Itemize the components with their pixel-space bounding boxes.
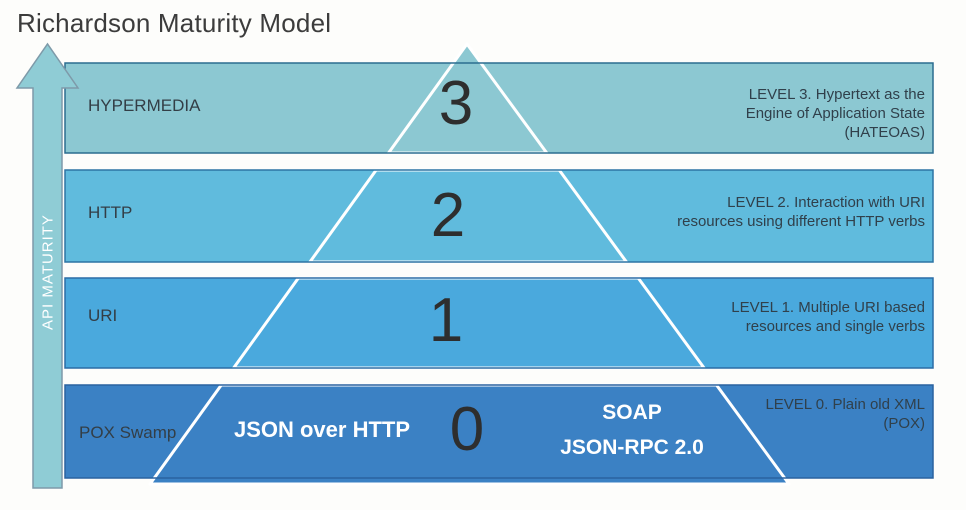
- pyramid-segment-1: [232, 276, 706, 370]
- description-line: LEVEL 0. Plain old XML: [765, 396, 925, 413]
- band-label-http: HTTP: [88, 203, 133, 222]
- band-border-0: [64, 384, 934, 479]
- level-0-description: LEVEL 0. Plain old XML (POX): [765, 395, 925, 433]
- description-line: (POX): [883, 415, 925, 432]
- description-line: resources using different HTTP verbs: [677, 213, 925, 230]
- description-line: (HATEOAS): [844, 124, 925, 141]
- band-borders: [64, 62, 934, 479]
- band-label-pox-swamp: POX Swamp: [79, 423, 177, 442]
- annotation-json-over-http: JSON over HTTP: [233, 417, 411, 442]
- band-border-2: [64, 169, 934, 263]
- pyramid-number-0: 0: [449, 395, 485, 464]
- description-line: LEVEL 1. Multiple URI based: [731, 299, 925, 316]
- diagram-title: Richardson Maturity Model: [17, 8, 332, 38]
- description-line: LEVEL 3. Hypertext as the: [748, 86, 925, 103]
- pyramid: [148, 42, 791, 486]
- band-label-uri: URI: [88, 306, 118, 325]
- band-border-3: [64, 62, 934, 154]
- api-maturity-axis-label: API MATURITY: [39, 214, 57, 330]
- level-1-description: LEVEL 1. Multiple URI based resources an…: [731, 298, 925, 336]
- annotation-soap: SOAP: [602, 401, 662, 424]
- band-label-hypermedia: HYPERMEDIA: [88, 96, 201, 115]
- api-maturity-arrow-icon: [15, 42, 80, 489]
- description-line: resources and single verbs: [745, 318, 925, 335]
- description-line: Engine of Application State: [745, 105, 925, 122]
- level-3-description: LEVEL 3. Hypertext as the Engine of Appl…: [746, 85, 925, 142]
- pyramid-number-1: 1: [428, 286, 464, 355]
- pyramid-number-3: 3: [438, 69, 474, 138]
- annotation-json-rpc: JSON-RPC 2.0: [560, 436, 704, 459]
- description-line: LEVEL 2. Interaction with URI: [727, 194, 925, 211]
- pyramid-number-2: 2: [430, 181, 466, 250]
- band-border-1: [64, 277, 934, 369]
- level-2-description: LEVEL 2. Interaction with URI resources …: [677, 193, 925, 231]
